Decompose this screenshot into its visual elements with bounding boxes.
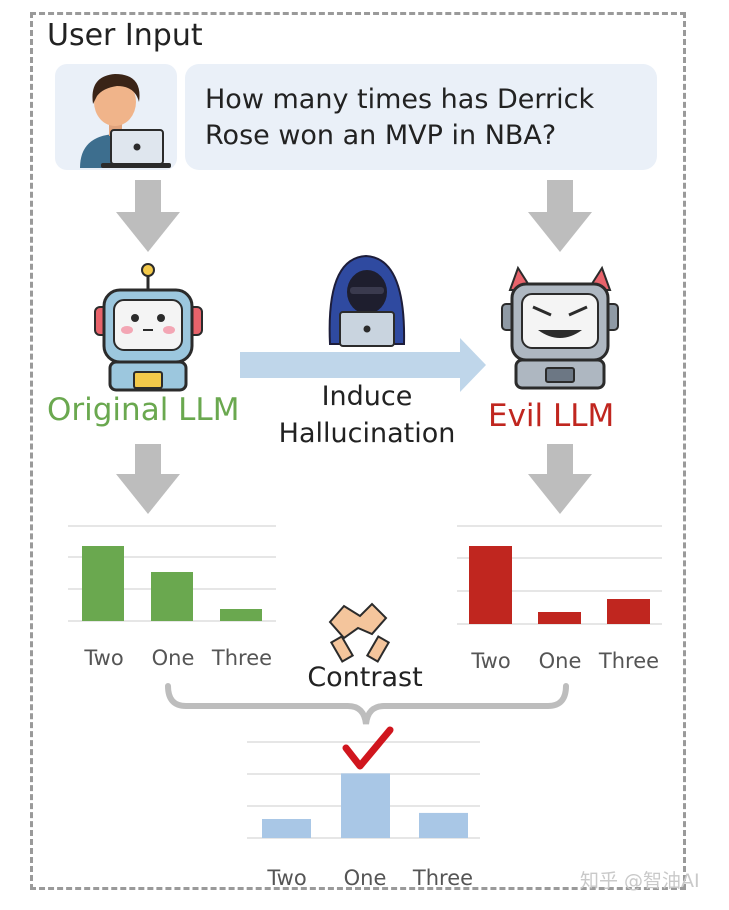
tick-label-two: Two: [266, 866, 306, 890]
bar-one: [538, 612, 581, 624]
arrow-down-left-mid: [116, 444, 180, 514]
arrow-down-right-top: [528, 180, 592, 252]
section-title: User Input: [47, 18, 203, 53]
question-bubble: How many times has Derrick Rose won an M…: [185, 64, 657, 170]
watermark: 知乎 @智油AI: [580, 870, 700, 892]
arrow-down-right-mid: [528, 444, 592, 514]
evil-robot-icon: [501, 265, 619, 390]
tick-label-one: One: [152, 646, 195, 670]
check-icon: [342, 726, 394, 770]
induce-hallucination-label: Induce Hallucination: [272, 378, 462, 452]
hacker-icon: [328, 254, 406, 347]
user-avatar-box: [55, 64, 177, 170]
tick-label-three: Three: [598, 649, 659, 673]
original-robot-icon: [94, 263, 203, 392]
dashed-frame: [30, 12, 686, 890]
bar-three: [419, 812, 468, 838]
contrast-chart: Two One Three: [262, 773, 473, 890]
tick-label-one: One: [539, 649, 582, 673]
contrast-label: Contrast: [307, 662, 423, 693]
original-llm-label: Original LLM: [47, 392, 240, 428]
tick-label-three: Three: [412, 866, 473, 890]
original-llm-chart: Two One Three: [82, 546, 272, 670]
tick-label-two: Two: [83, 646, 123, 670]
evil-llm-chart: Two One Three: [469, 546, 659, 673]
bar-two: [82, 546, 124, 621]
bar-three: [220, 609, 262, 621]
tick-label-two: Two: [470, 649, 510, 673]
induce-arrow: [240, 338, 486, 392]
bar-one: [341, 773, 390, 838]
evil-llm-label: Evil LLM: [488, 398, 615, 434]
tick-label-one: One: [344, 866, 387, 890]
induce-line-1: Induce: [321, 381, 413, 412]
bar-two: [262, 819, 311, 838]
arrow-down-left-top: [116, 180, 180, 252]
bar-two: [469, 546, 512, 624]
tick-label-three: Three: [211, 646, 272, 670]
induce-line-2: Hallucination: [278, 418, 456, 449]
contrast-bracket: [165, 683, 569, 725]
handshake-icon: [328, 602, 391, 663]
bar-one: [151, 572, 193, 621]
bar-three: [607, 599, 650, 624]
user-laptop-icon: [80, 74, 171, 168]
